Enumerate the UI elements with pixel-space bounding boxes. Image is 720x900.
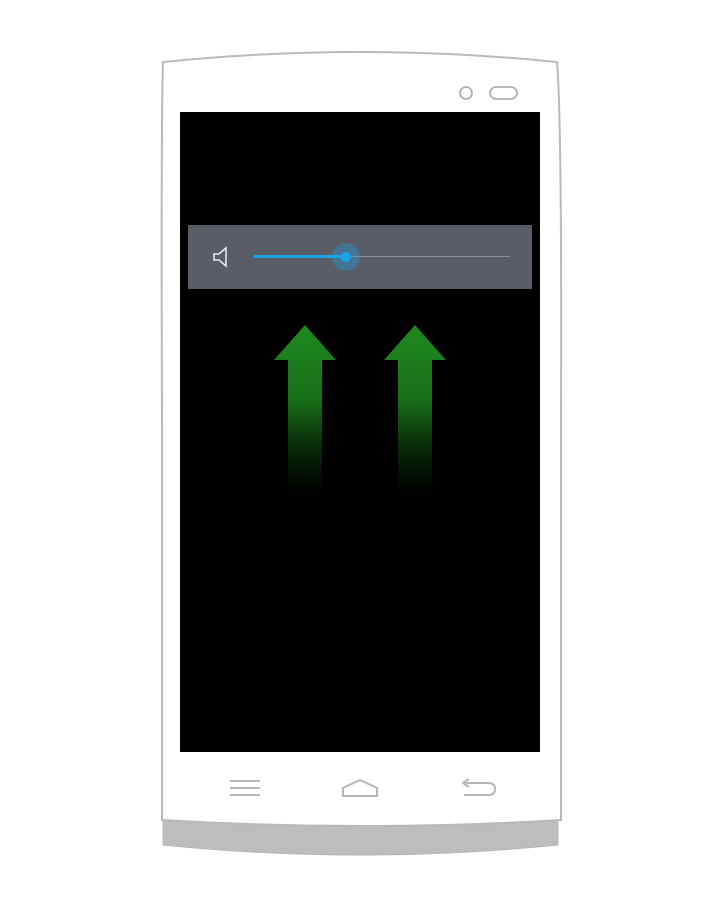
volume-panel	[188, 225, 532, 289]
menu-icon[interactable]	[228, 778, 262, 803]
home-icon[interactable]	[340, 777, 380, 804]
screen-background	[180, 112, 540, 752]
speaker-icon[interactable]	[210, 245, 234, 269]
volume-slider-track[interactable]	[254, 256, 510, 257]
volume-slider[interactable]	[254, 243, 510, 271]
earpiece	[489, 86, 518, 100]
swipe-up-arrow-left-icon	[274, 325, 336, 497]
volume-slider-thumb-core	[341, 252, 352, 262]
volume-slider-thumb[interactable]	[332, 243, 361, 271]
volume-slider-fill	[254, 255, 347, 258]
screen	[180, 112, 540, 752]
swipe-up-arrow-right-icon	[384, 325, 446, 497]
back-icon[interactable]	[460, 778, 498, 803]
front-sensor	[459, 86, 473, 100]
